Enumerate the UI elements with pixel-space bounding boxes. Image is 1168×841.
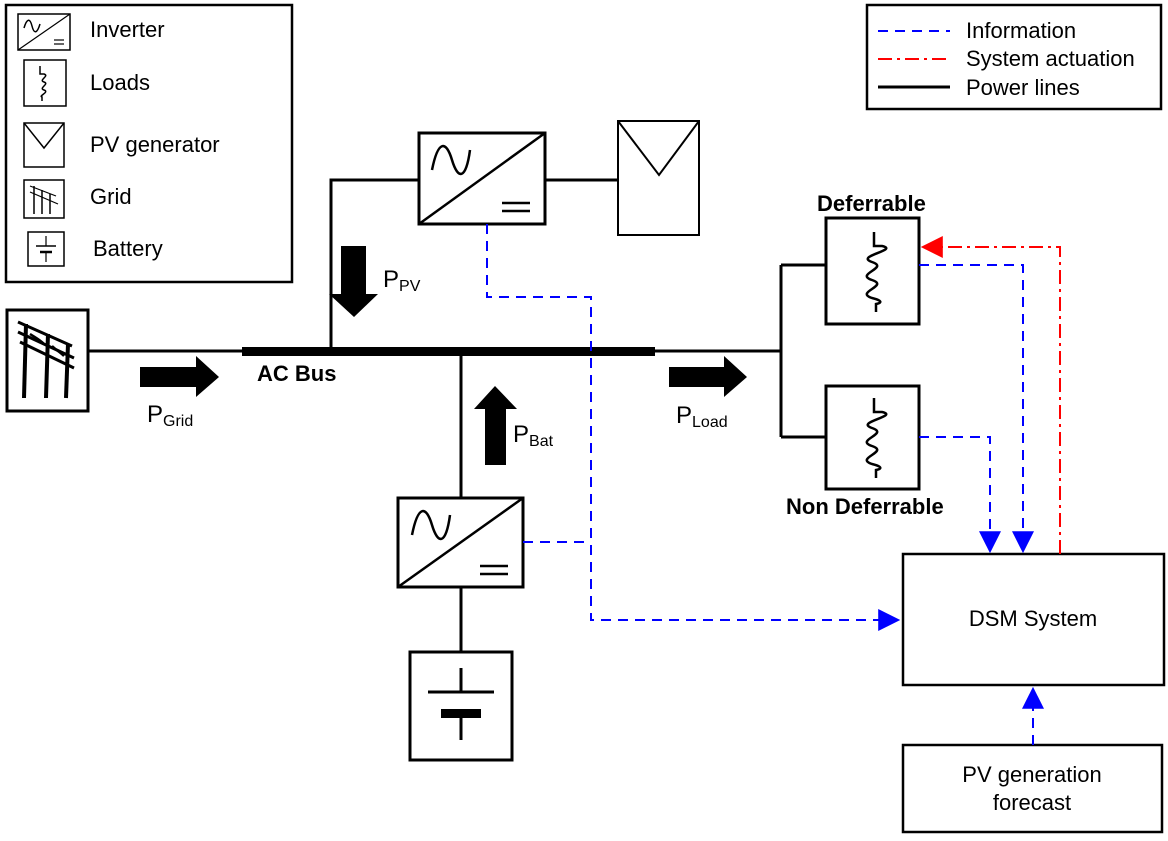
p-bat-label: PBat bbox=[513, 421, 554, 450]
deferrable-info-line bbox=[919, 264, 1034, 554]
p-grid-label: PGrid bbox=[147, 401, 193, 430]
inverter-icon bbox=[396, 496, 525, 589]
inverter-icon bbox=[17, 13, 71, 51]
p-bat-arrow bbox=[474, 386, 517, 465]
pv-panel-icon bbox=[617, 120, 700, 236]
grid-tower-icon bbox=[23, 179, 65, 219]
ac-bus-bar bbox=[242, 347, 655, 356]
legend-loads-label: Loads bbox=[90, 70, 150, 95]
symbol-legend: Inverter Loads PV generator Grid Ba bbox=[4, 3, 294, 284]
grid-tower-icon bbox=[5, 308, 90, 413]
legend-power-lines-label: Power lines bbox=[966, 75, 1080, 100]
p-load-arrow bbox=[669, 356, 747, 397]
legend-grid-label: Grid bbox=[90, 184, 132, 209]
legend-battery-label: Battery bbox=[93, 236, 163, 261]
p-pv-label: PPV bbox=[383, 266, 421, 295]
load-icon bbox=[824, 384, 921, 491]
legend-information-label: Information bbox=[966, 18, 1076, 43]
legend-pv-generator-label: PV generator bbox=[90, 132, 220, 157]
non-deferrable-info-line bbox=[919, 436, 1001, 554]
p-grid-arrow bbox=[140, 356, 219, 397]
dsm-system-box bbox=[901, 552, 1166, 687]
non-deferrable-label: Non Deferrable bbox=[786, 494, 944, 519]
dsm-actuation-line bbox=[920, 236, 1061, 554]
line-legend: Information System actuation Power lines bbox=[865, 3, 1163, 111]
ac-bus-label: AC Bus bbox=[257, 361, 336, 386]
pv-forecast-label-line2: forecast bbox=[993, 790, 1071, 815]
pv-forecast-label-line1: PV generation bbox=[962, 762, 1101, 787]
pv-panel-icon bbox=[23, 122, 65, 168]
battery-icon bbox=[408, 650, 514, 762]
load-icon bbox=[23, 59, 67, 107]
legend-inverter-label: Inverter bbox=[90, 17, 165, 42]
legend-system-actuation-label: System actuation bbox=[966, 46, 1135, 71]
symbol-legend-frame bbox=[4, 3, 294, 284]
pv-forecast-box bbox=[901, 743, 1164, 834]
power-lines bbox=[88, 178, 826, 652]
p-load-label: PLoad bbox=[676, 402, 728, 431]
deferrable-label: Deferrable bbox=[817, 191, 926, 216]
line-legend-frame bbox=[865, 3, 1163, 111]
battery-icon bbox=[27, 231, 65, 267]
dsm-system-label: DSM System bbox=[969, 606, 1097, 631]
p-pv-arrow bbox=[329, 246, 378, 317]
inverter-icon bbox=[417, 131, 547, 226]
load-icon bbox=[824, 216, 921, 326]
pv-inverter-info-line bbox=[486, 224, 901, 631]
